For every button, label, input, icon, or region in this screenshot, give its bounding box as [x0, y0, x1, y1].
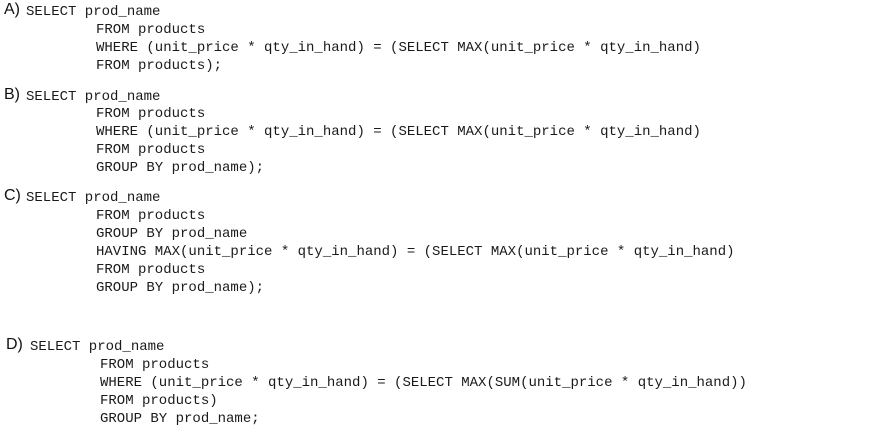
option-letter: D): [6, 336, 23, 353]
option-letter: C): [4, 187, 21, 204]
code-line: FROM products: [96, 142, 206, 158]
code-line: FROM products: [100, 357, 210, 373]
code-line: FROM products): [100, 393, 218, 409]
code-line: GROUP BY prod_name;: [100, 411, 260, 427]
code-line: FROM products: [96, 106, 206, 122]
code-line: FROM products);: [96, 58, 223, 74]
code-line: HAVING MAX(unit_price * qty_in_hand) = (…: [96, 244, 735, 260]
code-line: SELECT prod_name: [26, 89, 161, 105]
code-line: WHERE (unit_price * qty_in_hand) = (SELE…: [96, 40, 701, 56]
option-letter: A): [4, 1, 20, 18]
code-line: FROM products: [96, 262, 206, 278]
option-letter: B): [4, 86, 20, 103]
code-line: GROUP BY prod_name: [96, 226, 248, 242]
code-line: GROUP BY prod_name);: [96, 280, 265, 296]
code-line: SELECT prod_name: [30, 339, 165, 355]
code-line: SELECT prod_name: [26, 4, 161, 20]
code-line: GROUP BY prod_name);: [96, 160, 265, 176]
code-line: WHERE (unit_price * qty_in_hand) = (SELE…: [100, 375, 747, 391]
code-line: FROM products: [96, 208, 206, 224]
code-line: SELECT prod_name: [26, 190, 161, 206]
code-line: WHERE (unit_price * qty_in_hand) = (SELE…: [96, 124, 701, 140]
code-line: FROM products: [96, 22, 206, 38]
